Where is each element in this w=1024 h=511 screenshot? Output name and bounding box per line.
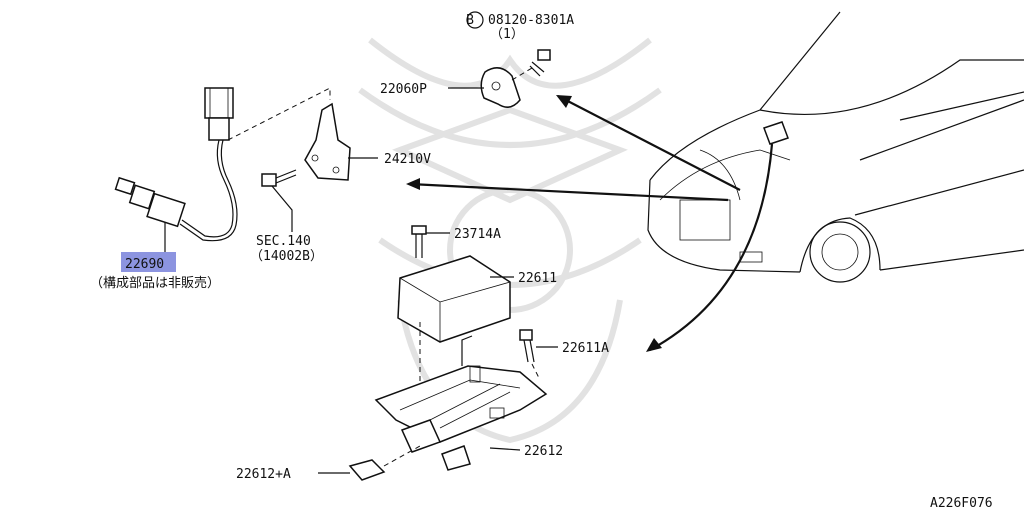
knock-sensor-part xyxy=(448,11,551,108)
label-bolt-qty: （1） xyxy=(490,27,524,42)
label-ecu[interactable]: 22611 xyxy=(518,271,557,286)
ecu-clip-part xyxy=(318,445,421,481)
ecu-bracket-part xyxy=(374,335,548,471)
label-bracket[interactable]: 24210V xyxy=(384,152,431,167)
vehicle-illustration xyxy=(647,11,1024,283)
o2-sensor-part xyxy=(114,87,238,258)
label-screw[interactable]: 23714A xyxy=(454,227,501,242)
label-section-ref[interactable]: SEC.140 xyxy=(256,234,311,249)
link-line xyxy=(227,87,331,141)
label-o2-note: （構成部品は非販売） xyxy=(90,275,220,291)
bracket-part xyxy=(304,102,378,181)
screw-part xyxy=(411,225,450,258)
label-bolt-part[interactable]: 08120-8301A xyxy=(488,13,574,28)
ecu-bolt-part xyxy=(519,329,558,381)
ecu-part xyxy=(397,255,514,343)
bracket-bolt xyxy=(261,169,297,232)
label-o2-sensor[interactable]: 22690 xyxy=(125,257,164,272)
label-ecu-bolt[interactable]: 22611A xyxy=(562,341,609,356)
label-knock-sensor[interactable]: 22060P xyxy=(380,82,427,97)
bolt-circle-letter: B xyxy=(466,13,474,28)
pointer-arrows xyxy=(406,95,774,352)
label-ecu-bracket[interactable]: 22612 xyxy=(524,444,563,459)
part-highlight xyxy=(121,252,176,272)
label-ecu-clip[interactable]: 22612+A xyxy=(236,467,291,482)
label-section-sub: （14002B） xyxy=(250,249,323,264)
figure-code: A226F076 xyxy=(930,496,993,511)
